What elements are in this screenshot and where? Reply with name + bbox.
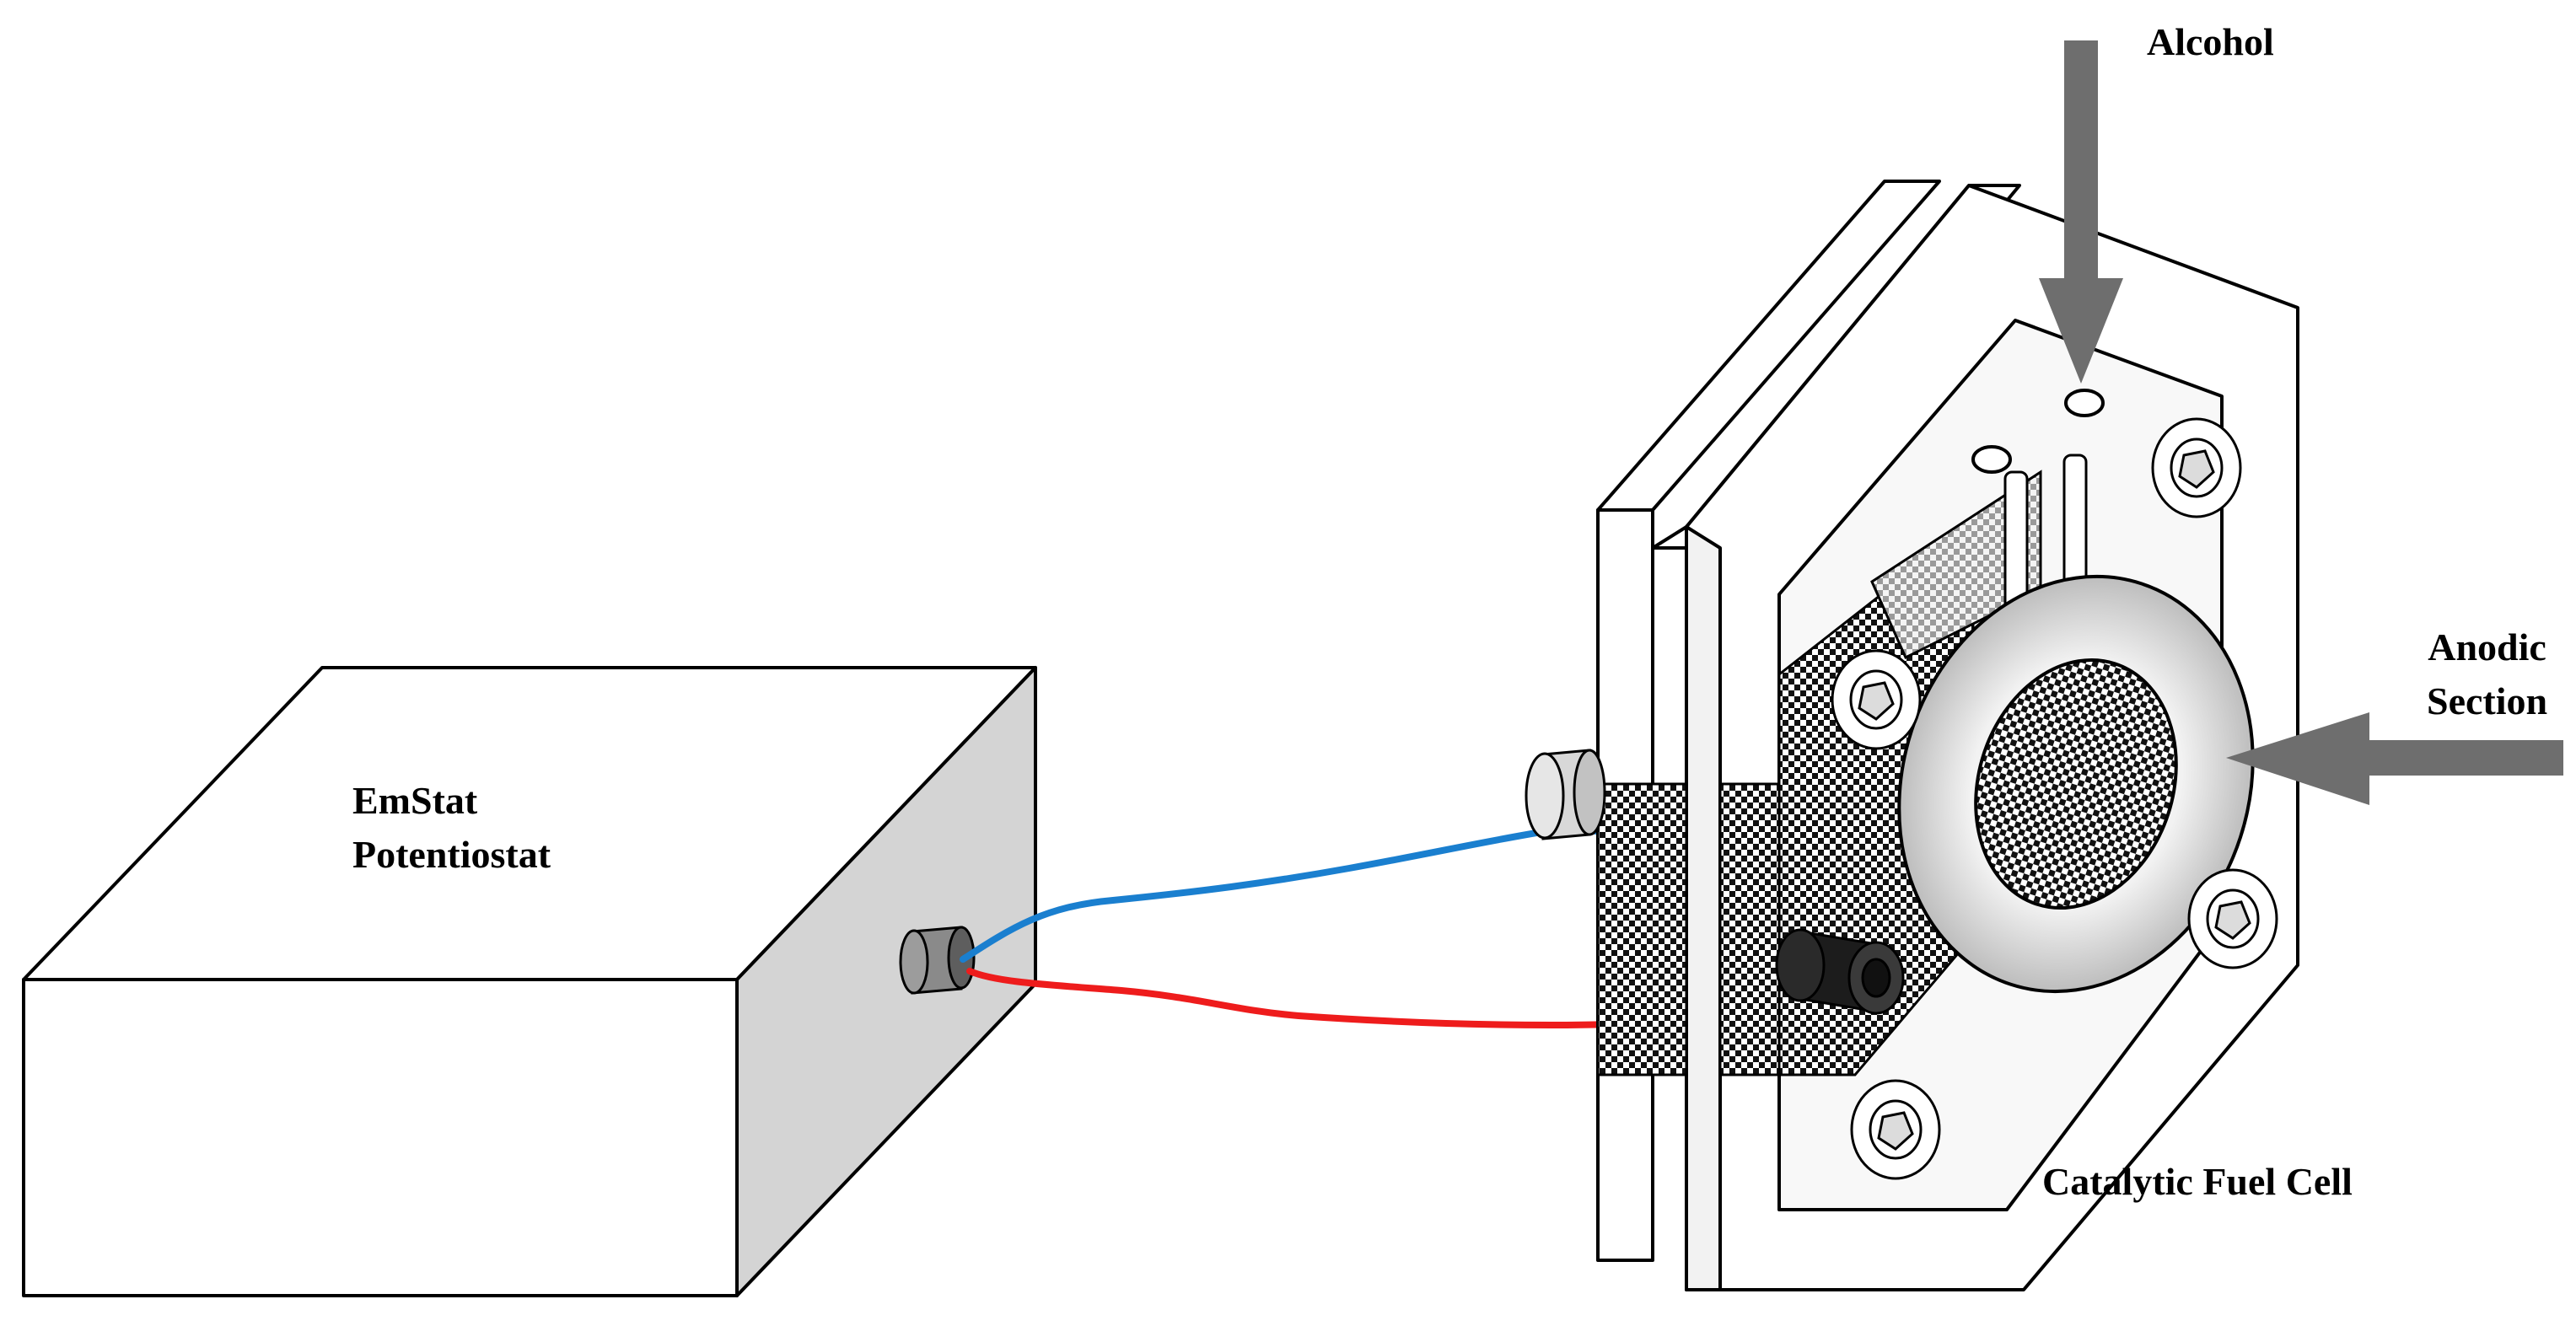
- inlet-holes: [1971, 389, 2105, 474]
- alcohol-label: Alcohol: [2147, 20, 2274, 63]
- bolt-top-right: [2151, 417, 2242, 518]
- blue-wire: [960, 825, 1610, 963]
- potentiostat-label-line2: Potentiostat: [352, 833, 551, 876]
- anodic-arrow: [2226, 712, 2563, 805]
- potentiostat-label-line1: EmStat: [352, 779, 478, 822]
- box-front-face: [22, 978, 739, 1297]
- potentiostat-connector: [899, 926, 976, 995]
- potentiostat-box: [22, 666, 1037, 1297]
- bolt-right-lower: [2187, 868, 2278, 969]
- bolt-left-upper: [1831, 649, 1922, 750]
- anodic-section-label: Anodic Section: [2427, 620, 2547, 728]
- potentiostat-label: EmStat Potentiostat: [352, 774, 551, 882]
- anodic-label-line2: Section: [2427, 679, 2548, 722]
- alcohol-arrow: [2039, 40, 2123, 384]
- gasket-ring: [1897, 574, 2255, 994]
- bolt-left-lower: [1850, 1079, 1941, 1180]
- anodic-label-line1: Anodic: [2428, 625, 2546, 668]
- fuel-cell-label: Catalytic Fuel Cell: [2042, 1160, 2353, 1203]
- terminal-left: [1525, 749, 1606, 840]
- terminal-right: [1775, 928, 1905, 1015]
- front-plate-edge: [1685, 525, 1722, 1291]
